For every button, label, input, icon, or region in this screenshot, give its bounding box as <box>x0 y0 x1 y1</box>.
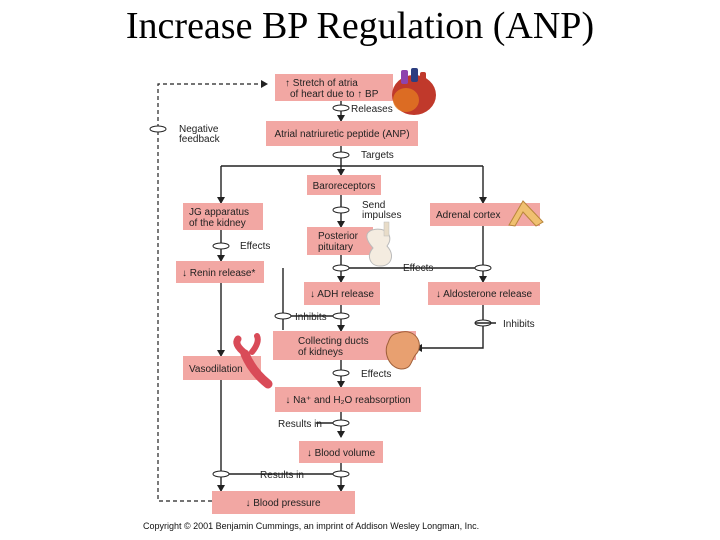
effects-mid-connector-right <box>474 264 492 272</box>
inhibits-mid-connector <box>332 312 350 320</box>
releases-connector <box>332 104 350 112</box>
negative-feedback-line2: feedback <box>179 134 221 145</box>
send-impulses-connector <box>332 206 350 214</box>
negative-feedback-connector <box>149 125 167 133</box>
posterior-box-line2: pituitary <box>318 242 353 253</box>
anp-box: Atrial natriuretic peptide (ANP) <box>266 121 418 146</box>
stretch-box-line1: ↑ Stretch of atria <box>285 78 358 89</box>
jg-box-line1: JG apparatus <box>189 207 249 218</box>
adrenal-box-label: Adrenal cortex <box>436 210 500 221</box>
reabsorption-box-label: ↓ Na⁺ and H₂O reabsorption <box>285 395 410 406</box>
effects-collecting-label: Effects <box>361 369 391 380</box>
inhibits-right-label: Inhibits <box>503 319 535 330</box>
effects-jg-connector <box>212 242 230 250</box>
stretch-box: ↑ Stretch of atria of heart due to ↑ BP <box>275 74 393 101</box>
jg-box-line2: of the kidney <box>189 218 246 229</box>
arrow-aldosterone-to-collecting <box>415 305 484 352</box>
posterior-box-line1: Posterior <box>318 231 359 242</box>
anp-box-label: Atrial natriuretic peptide (ANP) <box>274 129 409 140</box>
kidney-icon <box>385 331 420 370</box>
heart-icon <box>392 68 436 115</box>
results-in-connector-1 <box>332 419 350 427</box>
renin-box: ↓ Renin release* <box>176 261 264 283</box>
blood-volume-box-label: ↓ Blood volume <box>307 448 376 459</box>
aldosterone-box-label: ↓ Aldosterone release <box>436 289 533 300</box>
targets-connector <box>332 151 350 159</box>
slide-title: Increase BP Regulation (ANP) <box>125 5 595 47</box>
reabsorption-box: ↓ Na⁺ and H₂O reabsorption <box>275 387 421 412</box>
send-impulses-line1: Send <box>362 200 385 211</box>
blood-pressure-box-label: ↓ Blood pressure <box>245 498 320 509</box>
adrenal-gland-icon <box>508 200 544 227</box>
negative-feedback-loop <box>157 80 268 502</box>
adh-box: ↓ ADH release <box>304 282 380 305</box>
jg-apparatus-box: JG apparatus of the kidney <box>183 203 263 230</box>
blood-vessel-icon <box>233 333 273 389</box>
results-in-connector-2a <box>212 470 230 478</box>
effects-jg-label: Effects <box>240 241 270 252</box>
inhibits-left-label: Inhibits <box>295 312 327 323</box>
negative-feedback-line1: Negative <box>179 124 219 135</box>
results-in-label-2: Results in <box>260 470 304 481</box>
vasodilation-box-label: Vasodilation <box>189 364 243 375</box>
copyright-notice: Copyright © 2001 Benjamin Cummings, an i… <box>143 521 479 531</box>
effects-collecting-connector <box>332 369 350 377</box>
effects-mid-connector-left <box>332 264 350 272</box>
targets-label: Targets <box>361 150 394 161</box>
renin-box-label: ↓ Renin release* <box>182 268 255 279</box>
adh-box-label: ↓ ADH release <box>310 289 374 300</box>
blood-volume-box: ↓ Blood volume <box>299 441 383 463</box>
effects-mid-label: Effects <box>403 263 433 274</box>
baroreceptors-box-label: Baroreceptors <box>313 181 376 192</box>
collecting-box-line1: Collecting ducts <box>298 336 369 347</box>
aldosterone-box: ↓ Aldosterone release <box>428 282 540 305</box>
posterior-pituitary-icon <box>366 221 392 267</box>
posterior-pituitary-box: Posterior pituitary <box>307 227 373 255</box>
send-impulses-line2: impulses <box>362 210 401 221</box>
blood-pressure-box: ↓ Blood pressure <box>212 491 355 514</box>
inhibits-left-connector <box>274 312 292 320</box>
releases-label: Releases <box>351 104 393 115</box>
results-in-label-1: Results in <box>278 419 322 430</box>
results-in-connector-2b <box>332 470 350 478</box>
baroreceptors-box: Baroreceptors <box>307 175 381 195</box>
stretch-box-line2: of heart due to ↑ BP <box>290 89 379 100</box>
collecting-box-line2: of kidneys <box>298 347 343 358</box>
